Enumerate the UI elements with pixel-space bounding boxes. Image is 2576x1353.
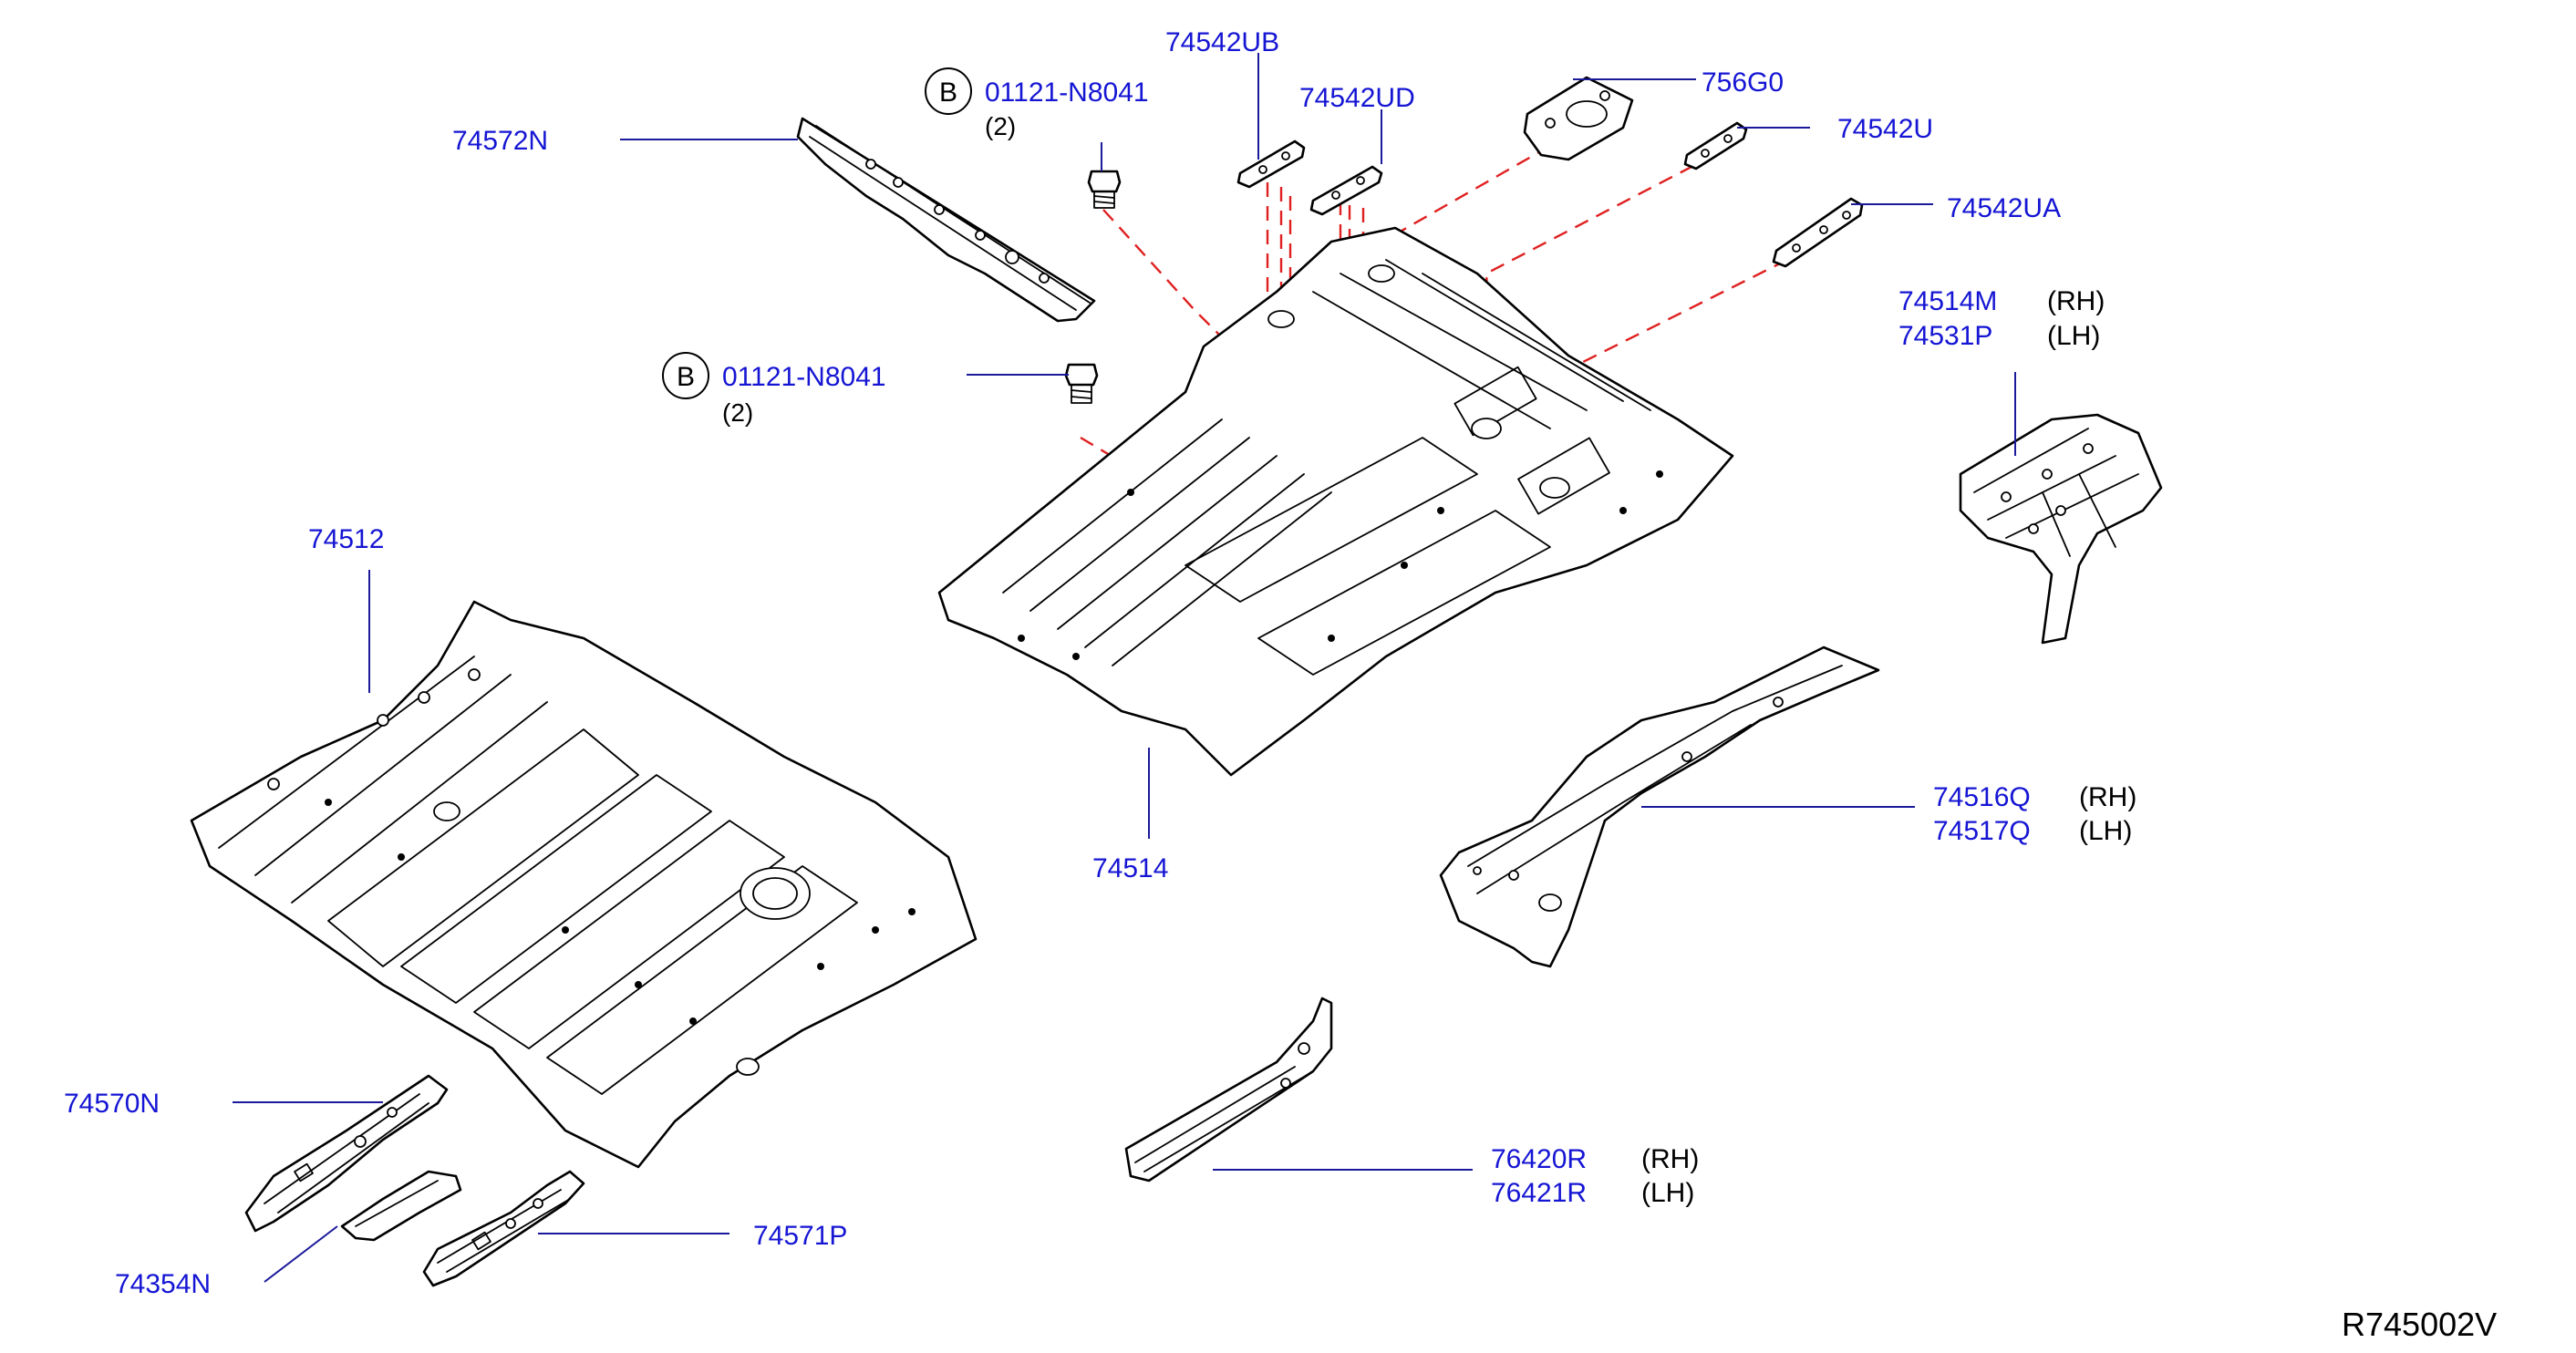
- part-74542U-bracket[interactable]: [1683, 121, 1748, 170]
- label-74542UA[interactable]: 74542UA: [1947, 193, 2061, 223]
- diagram-reference-code: R745002V: [2342, 1306, 2497, 1343]
- label-756G0[interactable]: 756G0: [1702, 67, 1784, 98]
- label-74570N[interactable]: 74570N: [64, 1089, 160, 1119]
- part-74542UB-bracket[interactable]: [1236, 139, 1306, 189]
- part-74514-rear-floor[interactable]: [937, 226, 1734, 777]
- label-74354N[interactable]: 74354N: [115, 1269, 211, 1299]
- side-74531P: (LH): [2047, 321, 2100, 351]
- label-74542U[interactable]: 74542U: [1837, 114, 1933, 144]
- label-74571P[interactable]: 74571P: [753, 1221, 847, 1251]
- bolt-b-marker-upper: [925, 67, 972, 115]
- side-74516Q: (RH): [2079, 782, 2136, 812]
- part-76420R-76421R-sill[interactable]: [1124, 997, 1333, 1183]
- part-756G0-plate[interactable]: [1523, 76, 1634, 161]
- part-74570N-member[interactable]: [244, 1074, 449, 1233]
- part-74542UA-bracket[interactable]: [1772, 197, 1864, 268]
- label-74514M[interactable]: 74514M: [1898, 286, 1997, 316]
- bolt-lower[interactable]: [1064, 363, 1099, 404]
- label-74517Q[interactable]: 74517Q: [1933, 816, 2031, 846]
- part-74542UD-bracket[interactable]: [1309, 165, 1383, 216]
- part-74514M-74531P-member[interactable]: [1959, 413, 2163, 645]
- label-76421R[interactable]: 76421R: [1491, 1178, 1587, 1208]
- part-74572N-rail[interactable]: [796, 117, 1096, 323]
- label-74531P[interactable]: 74531P: [1898, 321, 1992, 351]
- bolt-b-marker-lower-text: B: [677, 362, 695, 392]
- qty-01121-N8041-lower: (2): [722, 398, 753, 427]
- part-74512-front-floor[interactable]: [190, 600, 978, 1169]
- bolt-b-marker-upper-text: B: [939, 77, 957, 108]
- label-74516Q[interactable]: 74516Q: [1933, 782, 2031, 812]
- side-74517Q: (LH): [2079, 816, 2132, 846]
- side-76421R: (LH): [1641, 1178, 1694, 1208]
- label-01121-N8041-upper[interactable]: 01121-N8041: [985, 77, 1149, 108]
- part-labels: 74572N B 01121-N8041 (2) B 01121-N8041 (…: [64, 27, 2497, 1343]
- bolt-b-marker-lower: [662, 352, 709, 399]
- label-74572N[interactable]: 74572N: [452, 126, 548, 156]
- part-74354N-bracket[interactable]: [340, 1170, 462, 1242]
- part-74571P-member[interactable]: [422, 1170, 585, 1287]
- label-74542UD[interactable]: 74542UD: [1299, 83, 1415, 113]
- label-01121-N8041-lower[interactable]: 01121-N8041: [722, 362, 886, 392]
- label-74512[interactable]: 74512: [308, 524, 384, 554]
- leader-lines: [233, 53, 2016, 1283]
- bolt-upper[interactable]: [1087, 170, 1122, 209]
- part-74516Q-74517Q-rail[interactable]: [1439, 646, 1880, 968]
- label-74514[interactable]: 74514: [1092, 853, 1168, 883]
- side-74514M: (RH): [2047, 286, 2105, 316]
- qty-01121-N8041-upper: (2): [985, 112, 1016, 140]
- label-74542UB[interactable]: 74542UB: [1165, 27, 1279, 57]
- side-76420R: (RH): [1641, 1144, 1699, 1174]
- label-76420R[interactable]: 76420R: [1491, 1144, 1587, 1174]
